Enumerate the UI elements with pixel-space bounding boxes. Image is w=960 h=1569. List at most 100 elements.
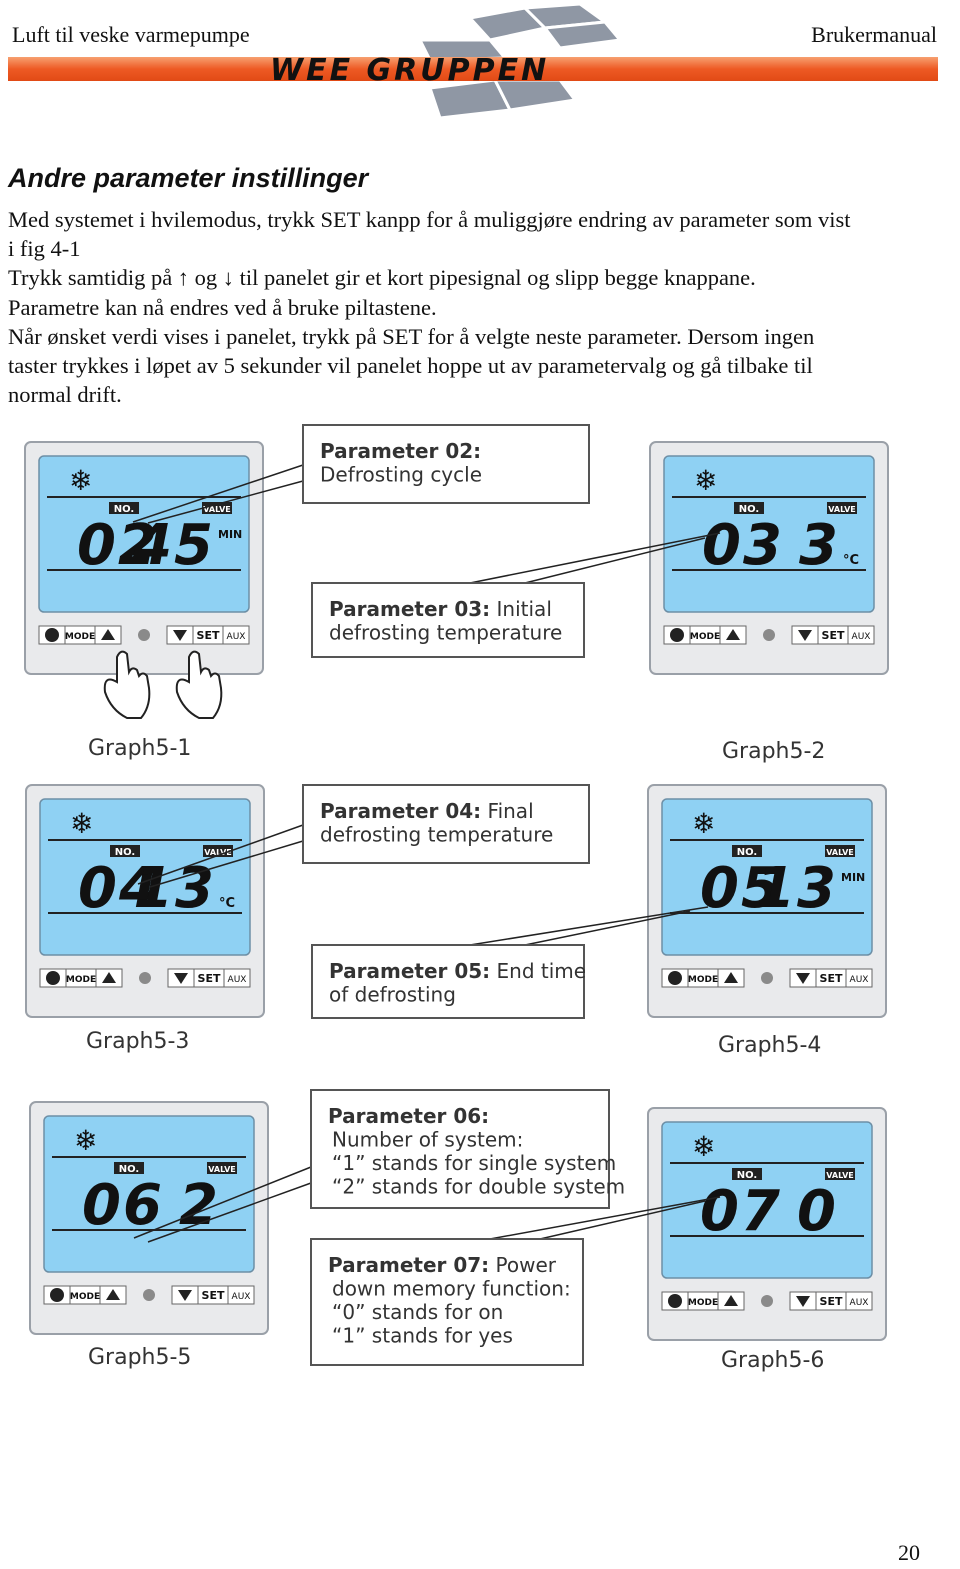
mode-button-label: MODE <box>70 1292 100 1302</box>
valve-label-box <box>827 502 857 514</box>
aux-button <box>227 1285 255 1305</box>
mode-button-label: MODE <box>66 975 96 985</box>
up-arrow-icon <box>724 1295 738 1306</box>
valve-label: VALVE <box>826 848 854 857</box>
mode-button-label: MODE <box>688 1298 718 1308</box>
mode-button-label: MODE <box>65 632 95 642</box>
power-button-icon <box>668 971 682 985</box>
unit-label: °C <box>219 896 235 911</box>
valve-label-box <box>207 1162 237 1174</box>
callout-line: “2” stands for double system <box>332 1175 625 1199</box>
leader-line <box>469 906 709 946</box>
down-arrow-icon <box>796 1296 810 1307</box>
no-label: NO. <box>115 847 135 858</box>
parameter-number-display: 02 <box>77 513 159 578</box>
callout-line: “0” stands for on <box>332 1300 503 1324</box>
indicator-led <box>139 972 151 984</box>
no-label: NO. <box>114 504 134 515</box>
parameter-number-display: 07 <box>700 1179 782 1244</box>
parameter-value-display: 0 <box>797 1179 838 1244</box>
power-button-icon <box>50 1288 64 1302</box>
paragraph: Med systemet i hvilemodus, trykk SET kan… <box>8 205 958 409</box>
callout-line: down memory function: <box>332 1277 571 1301</box>
set-button-label: SET <box>822 629 845 642</box>
lcd-screen <box>39 798 251 956</box>
header-left: Luft til veske varmepumpe <box>12 22 250 47</box>
graph-label: Graph5-6 <box>721 1348 824 1373</box>
no-label: NO. <box>737 1170 757 1181</box>
mode-button-label: MODE <box>688 975 718 985</box>
callout-box <box>310 1089 610 1209</box>
unit-label: MIN <box>841 871 865 884</box>
valve-label: VALVE <box>828 505 856 514</box>
up-arrow-icon <box>724 972 738 983</box>
mode-button-label: MODE <box>690 632 720 642</box>
set-button-label: SET <box>197 629 220 642</box>
graph-label: Graph5-4 <box>718 1033 821 1058</box>
no-label-box <box>732 1168 762 1180</box>
graph-label: Graph5-1 <box>88 736 191 761</box>
up-arrow-icon <box>102 972 116 983</box>
callout-bold: Parameter 07: <box>328 1253 489 1277</box>
leader-line <box>524 910 691 946</box>
callout-title: Parameter 07: Power <box>328 1253 557 1277</box>
snowflake-icon: ❄ <box>692 1130 715 1163</box>
valve-label-box <box>202 502 232 514</box>
aux-button-label: AUX <box>227 632 246 642</box>
down-arrow-icon <box>174 973 188 984</box>
callout-line: defrosting temperature <box>329 621 562 645</box>
callout-bold: Parameter 03: <box>329 597 490 621</box>
parameter-number-display: 05 <box>700 856 782 921</box>
callout-line: Defrosting cycle <box>320 463 482 487</box>
up-arrow-icon <box>726 629 740 640</box>
power-button-icon <box>668 1294 682 1308</box>
valve-label: VALVE <box>208 1165 236 1174</box>
callout-box <box>311 582 585 658</box>
parameter-value-display: 13 <box>134 856 216 921</box>
callout-line: defrosting temperature <box>320 823 553 847</box>
indicator-led <box>138 629 150 641</box>
no-label-box <box>109 502 139 514</box>
snowflake-icon: ❄ <box>69 464 92 497</box>
leader-line <box>147 1182 312 1243</box>
callout-title: Parameter 06: <box>328 1104 489 1128</box>
leader-line <box>539 1200 706 1240</box>
header-right: Brukermanual <box>811 22 937 47</box>
callout-bold: Parameter 06: <box>328 1104 489 1128</box>
paragraph-line: Trykk samtidig på ↑ og ↓ til panelet gir… <box>8 265 756 291</box>
paragraph-line: Når ønsket verdi vises i panelet, trykk … <box>8 323 815 349</box>
no-label-box <box>734 502 764 514</box>
parameter-value-display: 45 <box>132 513 215 578</box>
valve-label: VALVE <box>826 1171 854 1180</box>
lcd-screen <box>661 798 873 956</box>
paragraph-line: taster trykkes i løpet av 5 sekunder vil… <box>8 353 813 379</box>
leader-line <box>137 824 304 885</box>
valve-label-box <box>825 845 855 857</box>
set-button-label: SET <box>198 972 221 985</box>
valve-label-box <box>825 1168 855 1180</box>
lcd-screen <box>43 1115 255 1273</box>
down-arrow-icon <box>798 630 812 641</box>
lcd-screen <box>663 455 875 613</box>
callout-line: “1” stands for yes <box>332 1324 513 1348</box>
paragraph-line: Med systemet i hvilemodus, trykk SET kan… <box>8 207 851 232</box>
down-arrow-icon <box>178 1290 192 1301</box>
callout-line: of defrosting <box>329 983 456 1007</box>
set-button-label: SET <box>820 1295 843 1308</box>
lcd-screen <box>38 455 250 613</box>
parameter-value-display: 2 <box>179 1173 220 1238</box>
graph-label: Graph5-3 <box>86 1029 189 1054</box>
graph-label: Graph5-5 <box>88 1345 191 1370</box>
callout-inline: Final <box>481 799 533 823</box>
logo-text: WEE GRUPPEN <box>270 53 549 88</box>
aux-button-label: AUX <box>232 1292 251 1302</box>
unit-label: MIN <box>218 528 242 541</box>
aux-button-label: AUX <box>228 975 247 985</box>
down-arrow-icon <box>173 630 187 641</box>
aux-button <box>847 625 875 645</box>
